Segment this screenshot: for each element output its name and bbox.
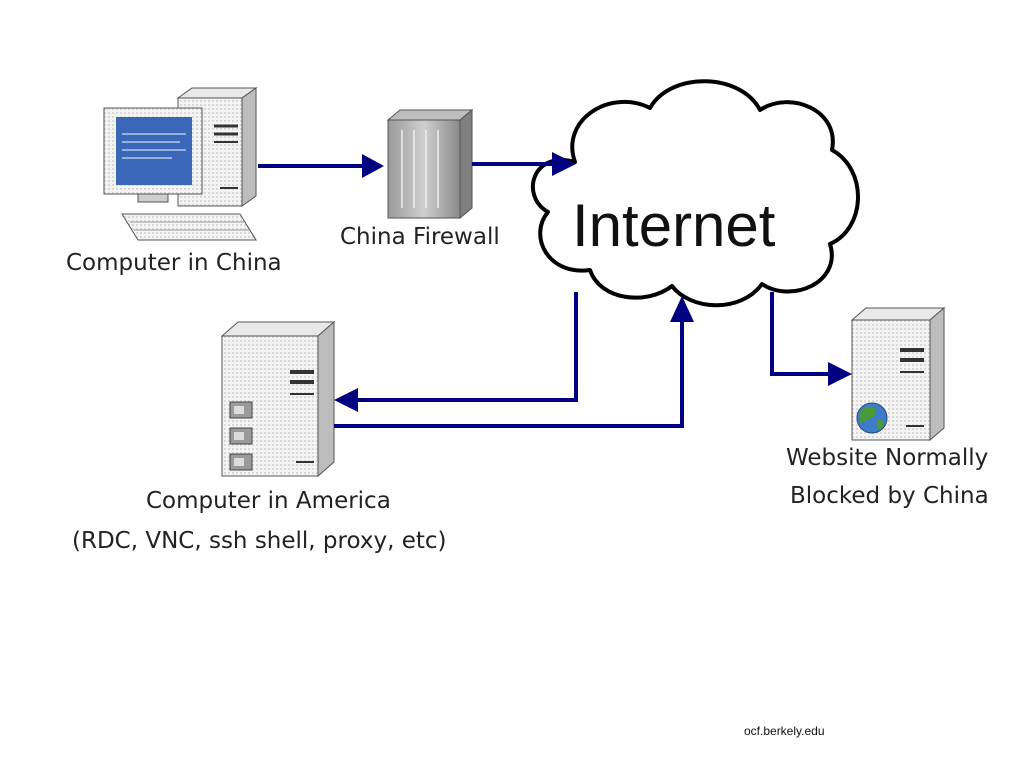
china-computer-label: Computer in China — [66, 250, 282, 276]
globe-icon — [856, 402, 888, 434]
source-credit: ocf.berkely.edu — [744, 724, 825, 738]
blocked-website-label-line2: Blocked by China — [790, 483, 989, 509]
monitor-screen — [116, 117, 192, 185]
firewall-label: China Firewall — [340, 224, 500, 250]
internet-label: Internet — [572, 192, 776, 259]
arrow-internet-to-america — [358, 292, 578, 402]
arrowhead-to-america — [334, 388, 358, 412]
america-computer-label-line1: Computer in America — [146, 488, 391, 514]
america-computer-label-line2: (RDC, VNC, ssh shell, proxy, etc) — [72, 528, 446, 554]
america-server-icon — [220, 320, 336, 478]
arrowhead-to-internet-up — [670, 296, 694, 322]
arrowhead-to-website — [828, 362, 852, 386]
blocked-website-server-icon — [850, 306, 946, 442]
internet-cloud-icon — [531, 79, 860, 308]
china-computer-icon — [103, 87, 258, 241]
blocked-website-label-line1: Website Normally — [786, 445, 988, 471]
firewall-icon — [386, 108, 474, 220]
arrowhead-to-firewall — [362, 154, 384, 178]
arrowhead-to-internet — [552, 152, 576, 176]
arrow-internet-to-website — [770, 292, 828, 376]
arrow-america-to-internet — [334, 320, 684, 428]
